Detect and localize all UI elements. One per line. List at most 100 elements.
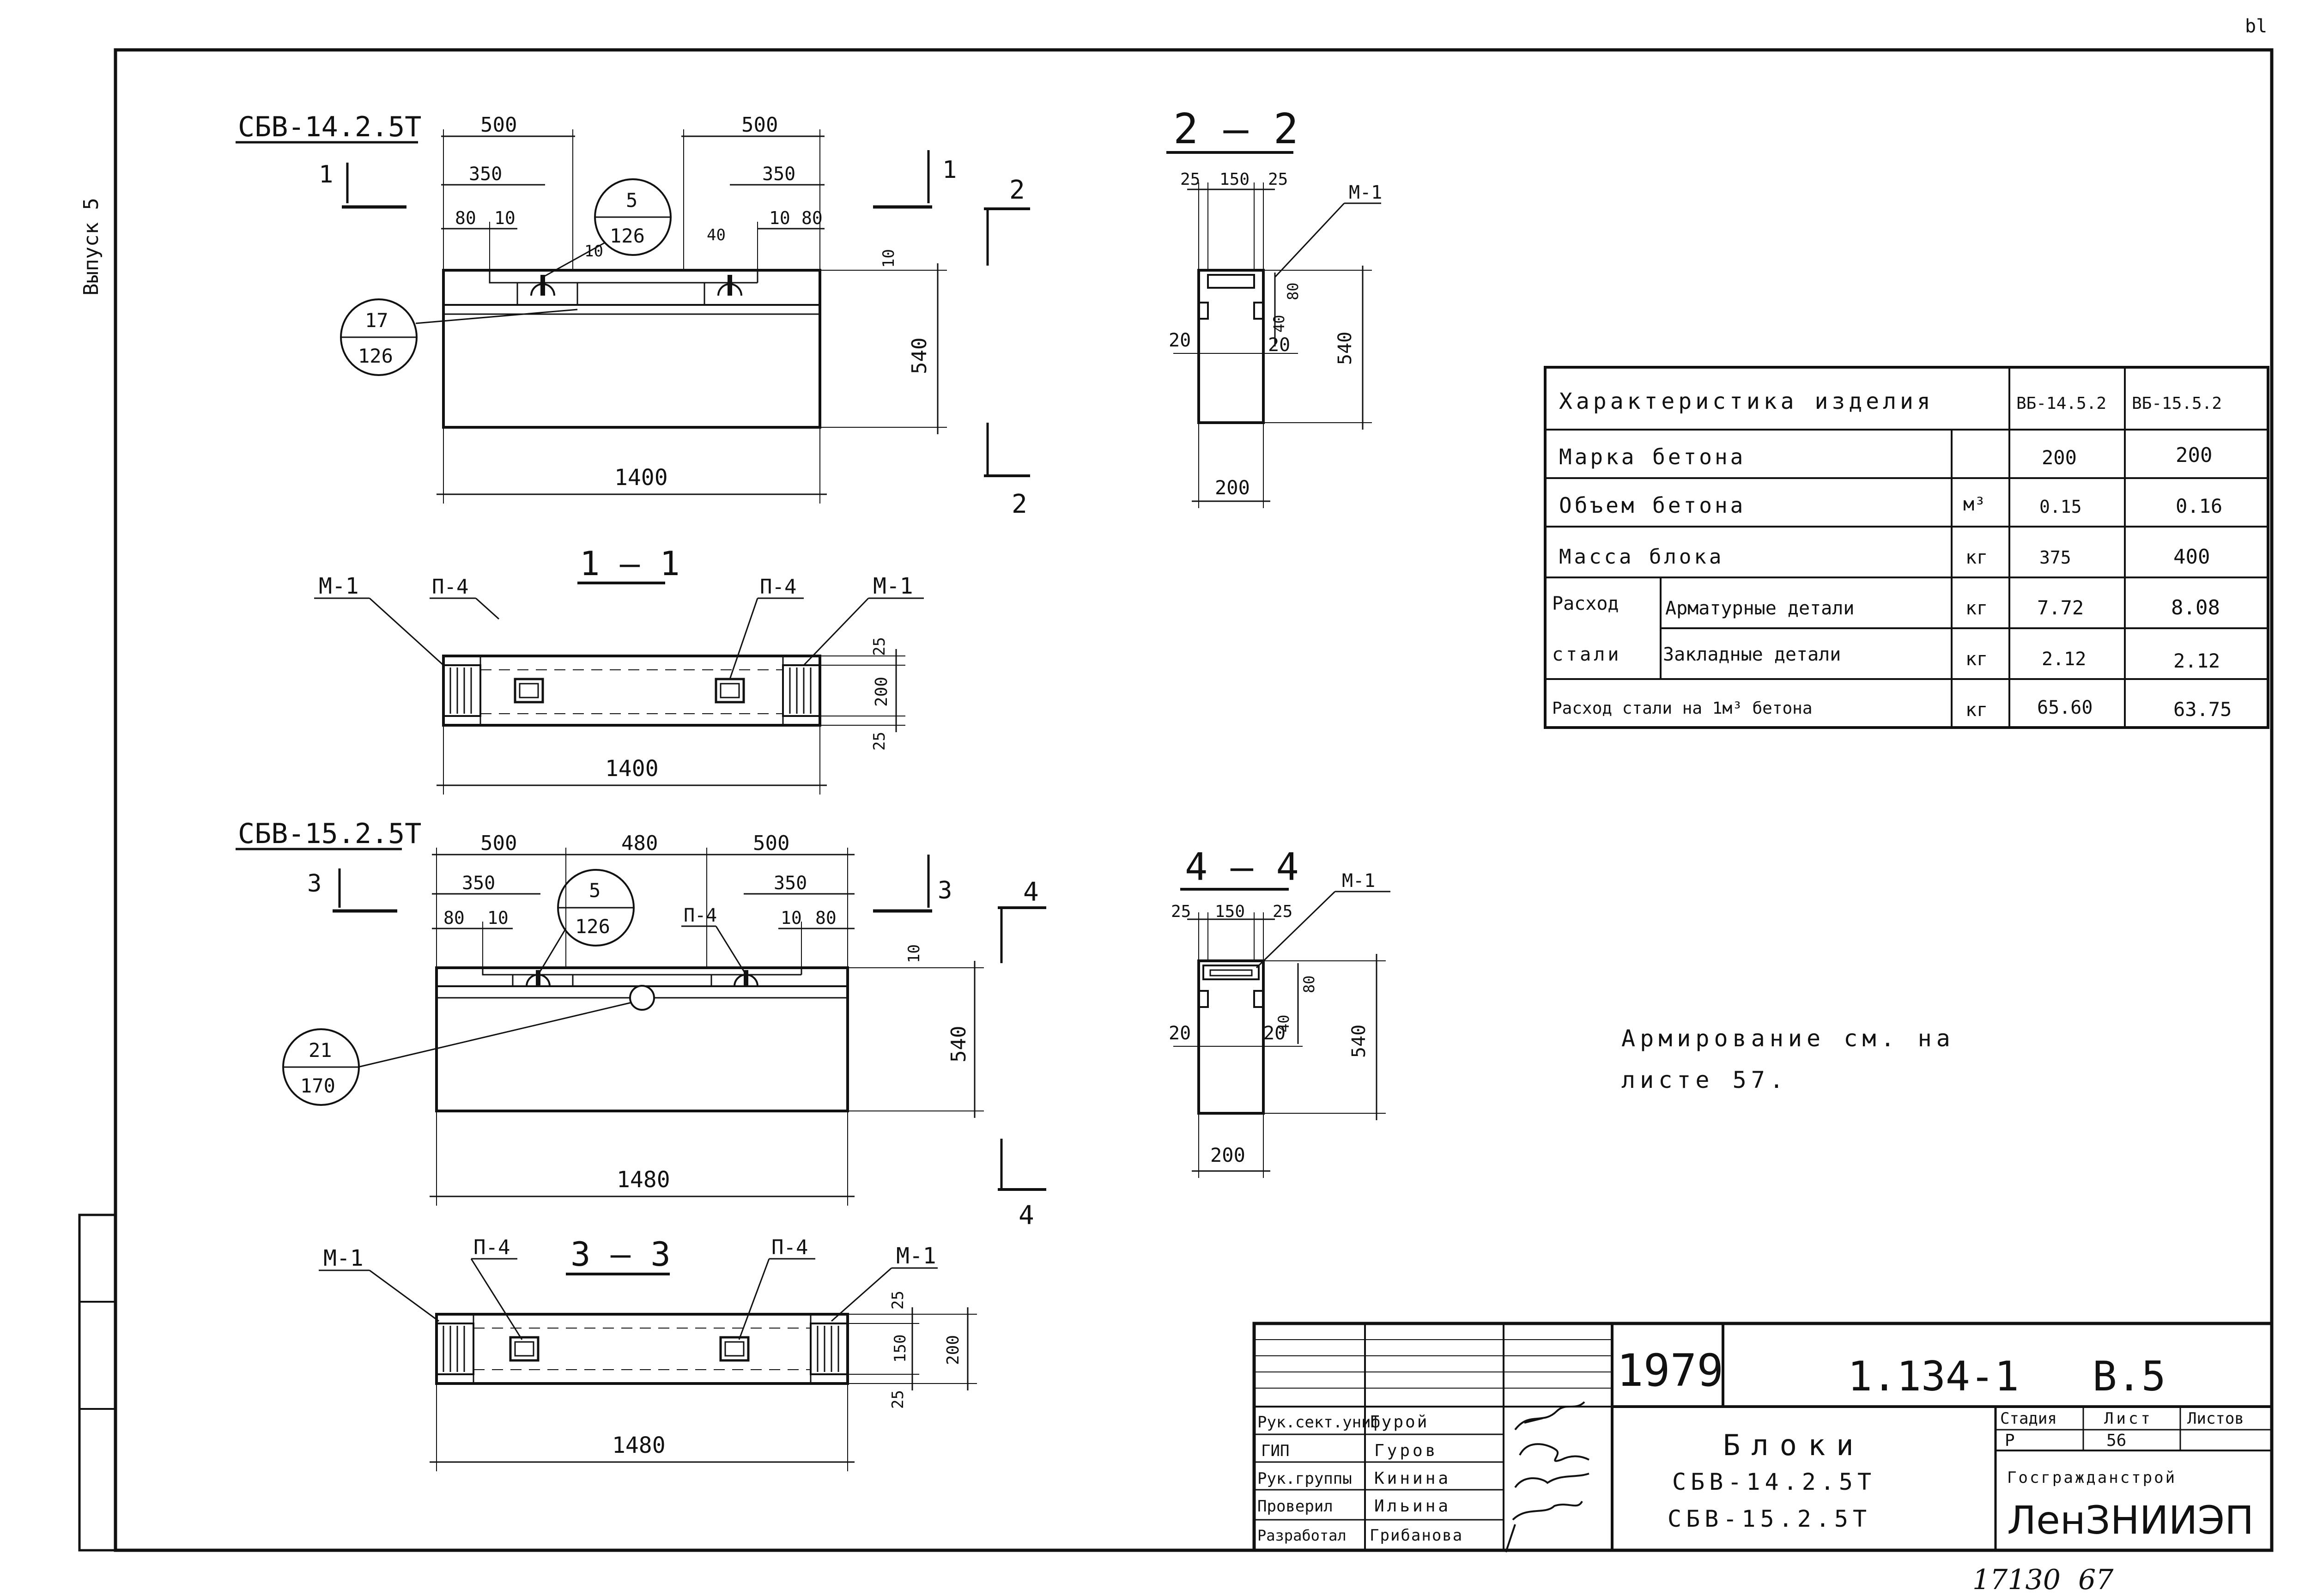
block2-dim-length: 1480	[617, 1167, 670, 1193]
title-sheets-label: Листов	[2187, 1409, 2244, 1428]
block1-elevation: СБВ-14.2.5Т 1 1 500 500 350 350	[236, 111, 957, 504]
spec-header-col-b: ВБ-15.5.2	[2132, 394, 2222, 413]
section-1-1-dim-25-top: 25	[870, 637, 889, 656]
section-2-2-title: 2 — 2	[1173, 105, 1298, 153]
block2-dim-right-350: 350	[774, 873, 807, 894]
section-1-1-label-p4-left: П-4	[432, 575, 468, 599]
inventory-number: 17130 67	[1972, 1564, 2114, 1596]
section-3-3-title: 3 — 3	[570, 1235, 671, 1274]
section-3-3-label-p4-right: П-4	[771, 1236, 808, 1259]
section-4-4-part: М-1	[1342, 870, 1375, 892]
sheet-frame	[78, 48, 2274, 1552]
section-4-4-dim-200: 200	[1210, 1144, 1245, 1166]
title-name-2: Гуров	[1374, 1441, 1438, 1460]
section-2-2-dim-40: 40	[1270, 315, 1288, 333]
spec-row-steel-per-m3-unit: кг	[1965, 699, 1988, 721]
cut-marker-4-bottom: 4	[1019, 1201, 1034, 1231]
section-4-4: 4 — 4 М-1 25 150 25 80 40 20 20 540 200	[1169, 845, 1390, 1178]
title-sub-2: СБВ-15.2.5Т	[1668, 1505, 1871, 1532]
title-role-1: Рук.сект.униф	[1257, 1413, 1380, 1432]
block1-dim-mid-40: 40	[707, 226, 726, 244]
signatures	[1505, 1401, 1589, 1553]
cut-marker-2-bottom: 2	[1012, 489, 1027, 519]
section-4-4-dim-20-left: 20	[1169, 1023, 1191, 1044]
title-role-4: Проверил	[1257, 1497, 1333, 1516]
spec-row-steel-per-m3-a: 65.60	[2037, 697, 2093, 718]
note-line-2: листе 57.	[1621, 1067, 1788, 1093]
spec-row-steel-group-2: стали	[1552, 644, 1621, 665]
section-4-4-dim-150: 150	[1215, 902, 1245, 921]
cut-marker-4: 4 4	[998, 877, 1046, 1231]
block2-callout-a-bottom: 126	[575, 915, 610, 938]
title-name-5: Грибанова	[1370, 1526, 1463, 1545]
section-1-1: 1 — 1 М-1 П-4 П-4 М-1 25 200 25	[314, 544, 924, 795]
cut-marker-4-top: 4	[1023, 877, 1039, 907]
section-4-4-dim-40: 40	[1275, 1014, 1292, 1032]
block2-dim-right-80: 80	[815, 908, 837, 928]
block1-dim-length: 1400	[614, 465, 668, 491]
section-4-4-title: 4 — 4	[1185, 845, 1299, 889]
block1-dim-height-540: 540	[908, 338, 931, 374]
block2-dim-left-80: 80	[443, 908, 465, 928]
block1-dim-right-80: 80	[801, 208, 823, 228]
section-3-3-dim-25-bottom: 25	[889, 1390, 907, 1409]
block1-section-marker-left: 1	[319, 161, 333, 188]
title-role-5: Разработал	[1257, 1527, 1347, 1544]
block1-dim-left-10: 10	[494, 208, 516, 228]
section-2-2-dim-540: 540	[1334, 332, 1356, 365]
title-name-1: Гурой	[1370, 1413, 1429, 1432]
section-2-2-part: М-1	[1349, 182, 1382, 203]
section-2-2-dim-200: 200	[1215, 476, 1250, 499]
spec-row-steel-group-1: Расход	[1552, 593, 1619, 614]
title-sub-1: СБВ-14.2.5Т	[1672, 1469, 1876, 1495]
title-name-4: Ильина	[1374, 1497, 1451, 1516]
spec-row-embedded-a: 2.12	[2042, 649, 2086, 670]
block1-callout-b-top: 17	[365, 309, 388, 332]
title-org-top: Госгражданстрой	[2007, 1469, 2177, 1487]
block1-dim-vert-10: 10	[880, 249, 898, 268]
spec-row-embedded-b: 2.12	[2173, 649, 2220, 672]
spec-row-embedded-label: Закладные детали	[1663, 644, 1841, 665]
section-3-3-label-m1-right: М-1	[896, 1243, 936, 1269]
block1-dim-left-500: 500	[480, 113, 517, 137]
block2-mark: СБВ-15.2.5Т	[238, 818, 421, 850]
spec-row-mass-b: 400	[2173, 545, 2210, 569]
title-name-3: Кинина	[1374, 1469, 1451, 1488]
block2-dim-vert-10: 10	[905, 944, 923, 963]
block2-dim-right-500: 500	[753, 831, 789, 855]
spec-row-volume-label: Объем бетона	[1559, 493, 1746, 518]
section-4-4-dim-80: 80	[1300, 975, 1318, 993]
block1-callout-a-bottom: 126	[610, 225, 645, 247]
side-label: Выпуск 5	[79, 198, 103, 296]
section-1-1-dim-length: 1400	[605, 756, 659, 782]
spec-row-volume-b: 0.16	[2176, 495, 2222, 517]
block2-dim-height-540: 540	[947, 1026, 971, 1062]
section-1-1-label-p4-right: П-4	[760, 575, 796, 599]
spec-row-volume-a: 0.15	[2039, 497, 2082, 517]
section-3-3-dim-length: 1480	[612, 1432, 666, 1458]
block1-dim-left-350: 350	[469, 164, 502, 185]
section-2-2-dim-25-right: 25	[1268, 170, 1288, 189]
spec-row-grade-b: 200	[2176, 443, 2212, 467]
section-2-2-dim-20-right: 20	[1268, 334, 1290, 356]
title-year: 1979	[1617, 1345, 1723, 1396]
spec-row-steel-per-m3-b: 63.75	[2173, 698, 2232, 721]
section-4-4-dim-25-right: 25	[1273, 902, 1292, 921]
title-stage-value: Р	[2005, 1431, 2015, 1450]
block2-callout-a-top: 5	[589, 879, 601, 902]
block2-callout-b-top: 21	[309, 1039, 332, 1062]
block1-callout-b-bottom: 126	[358, 345, 393, 367]
block2-dim-mid-480: 480	[621, 831, 658, 855]
spec-header-col-a: ВБ-14.5.2	[2016, 394, 2106, 413]
cut-marker-2: 2 2	[984, 175, 1030, 519]
title-role-2: ГИП	[1261, 1442, 1289, 1460]
section-3-3-dim-150: 150	[891, 1335, 910, 1363]
block2-section-marker-left: 3	[307, 870, 321, 898]
section-2-2-dim-25-left: 25	[1180, 170, 1200, 189]
section-1-1-label-m1-left: М-1	[319, 573, 359, 599]
spec-row-rebar-a: 7.72	[2037, 596, 2084, 619]
title-org-main: ЛенЗНИИЭП	[2007, 1498, 2254, 1543]
section-3-3-dim-25-top: 25	[889, 1291, 907, 1310]
spec-row-steel-per-m3-label: Расход стали на 1м³ бетона	[1552, 699, 1813, 718]
